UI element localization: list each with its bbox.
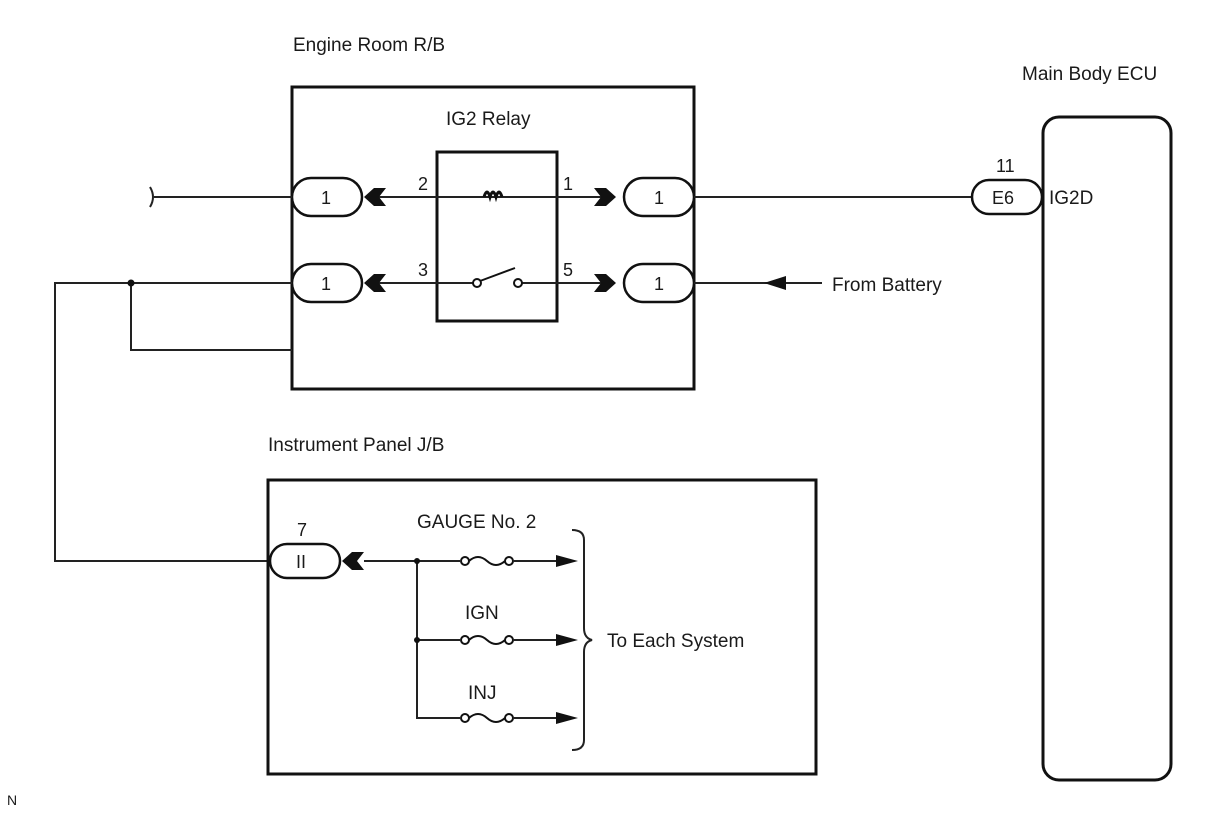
connector-pin-label: 1 bbox=[321, 274, 331, 294]
relay-pin-5: 5 bbox=[563, 260, 573, 280]
ig2-relay-box bbox=[435, 150, 559, 323]
junction-dot bbox=[127, 279, 135, 287]
connector-ii-label: II bbox=[296, 552, 306, 572]
output-arrow-icon bbox=[556, 634, 578, 646]
terminal-arrow-icon bbox=[594, 188, 616, 206]
to-each-system-label: To Each System bbox=[607, 631, 744, 652]
battery-arrow-icon bbox=[764, 276, 786, 290]
connector-er-right-top: 1 bbox=[594, 176, 696, 218]
ecu-pin-11: 11 bbox=[996, 156, 1015, 176]
connector-e6-label: E6 bbox=[992, 188, 1014, 208]
instrument-panel-jb-label: Instrument Panel J/B bbox=[268, 435, 444, 456]
connector-er-right-bottom: 1 bbox=[594, 262, 696, 304]
fuse-icon bbox=[468, 713, 506, 723]
relay-pin-3: 3 bbox=[418, 260, 428, 280]
ecu-terminal-ig2d: IG2D bbox=[1049, 188, 1093, 209]
brace-icon bbox=[571, 529, 593, 751]
connector-er-left-bottom: 1 bbox=[290, 262, 386, 304]
fuse-label: GAUGE No. 2 bbox=[417, 512, 536, 533]
terminal-arrow-icon bbox=[594, 274, 616, 292]
instrument-panel-jb-box bbox=[266, 478, 818, 776]
engine-room-rb-label: Engine Room R/B bbox=[293, 35, 445, 56]
terminal-arrow-icon bbox=[364, 274, 386, 292]
main-body-ecu-box bbox=[1041, 115, 1173, 782]
connector-pin-label: 1 bbox=[654, 188, 664, 208]
fuse-ign: IGN bbox=[460, 603, 578, 646]
wire-break-icon bbox=[149, 186, 154, 208]
connector-pin-label: 1 bbox=[321, 188, 331, 208]
terminal-arrow-icon bbox=[364, 188, 386, 206]
from-battery-label: From Battery bbox=[832, 275, 942, 296]
ig2-relay-label: IG2 Relay bbox=[446, 109, 531, 130]
connector-er-left-top: 1 bbox=[290, 176, 386, 218]
wire-ground-branch bbox=[130, 283, 292, 351]
junction-dot bbox=[414, 637, 420, 643]
jb-pin-7: 7 bbox=[297, 520, 307, 540]
fuse-icon bbox=[468, 556, 506, 566]
fuse-inj: INJ bbox=[460, 683, 578, 724]
fuse-bus-vertical bbox=[416, 561, 460, 719]
corner-mark: N bbox=[7, 792, 17, 808]
terminal-arrow-icon bbox=[342, 552, 364, 570]
output-arrow-icon bbox=[556, 712, 578, 724]
main-body-ecu-label: Main Body ECU bbox=[1022, 64, 1157, 85]
junction-dot bbox=[414, 558, 420, 564]
connector-e6: E6 bbox=[970, 178, 1044, 216]
relay-pin-1: 1 bbox=[563, 174, 573, 194]
fuse-label: INJ bbox=[468, 683, 497, 704]
connector-pin-label: 1 bbox=[654, 274, 664, 294]
connector-ii: II bbox=[268, 542, 364, 580]
fuse-icon bbox=[468, 635, 506, 645]
fuse-gauge-no2: GAUGE No. 2 bbox=[417, 512, 578, 567]
output-arrow-icon bbox=[556, 555, 578, 567]
relay-pin-2: 2 bbox=[418, 174, 428, 194]
relay-coil-icon bbox=[482, 190, 504, 203]
wire-ground-loop bbox=[54, 282, 292, 562]
fuse-label: IGN bbox=[465, 603, 499, 624]
engine-room-rb-box bbox=[290, 85, 696, 391]
relay-switch-icon bbox=[472, 267, 523, 288]
